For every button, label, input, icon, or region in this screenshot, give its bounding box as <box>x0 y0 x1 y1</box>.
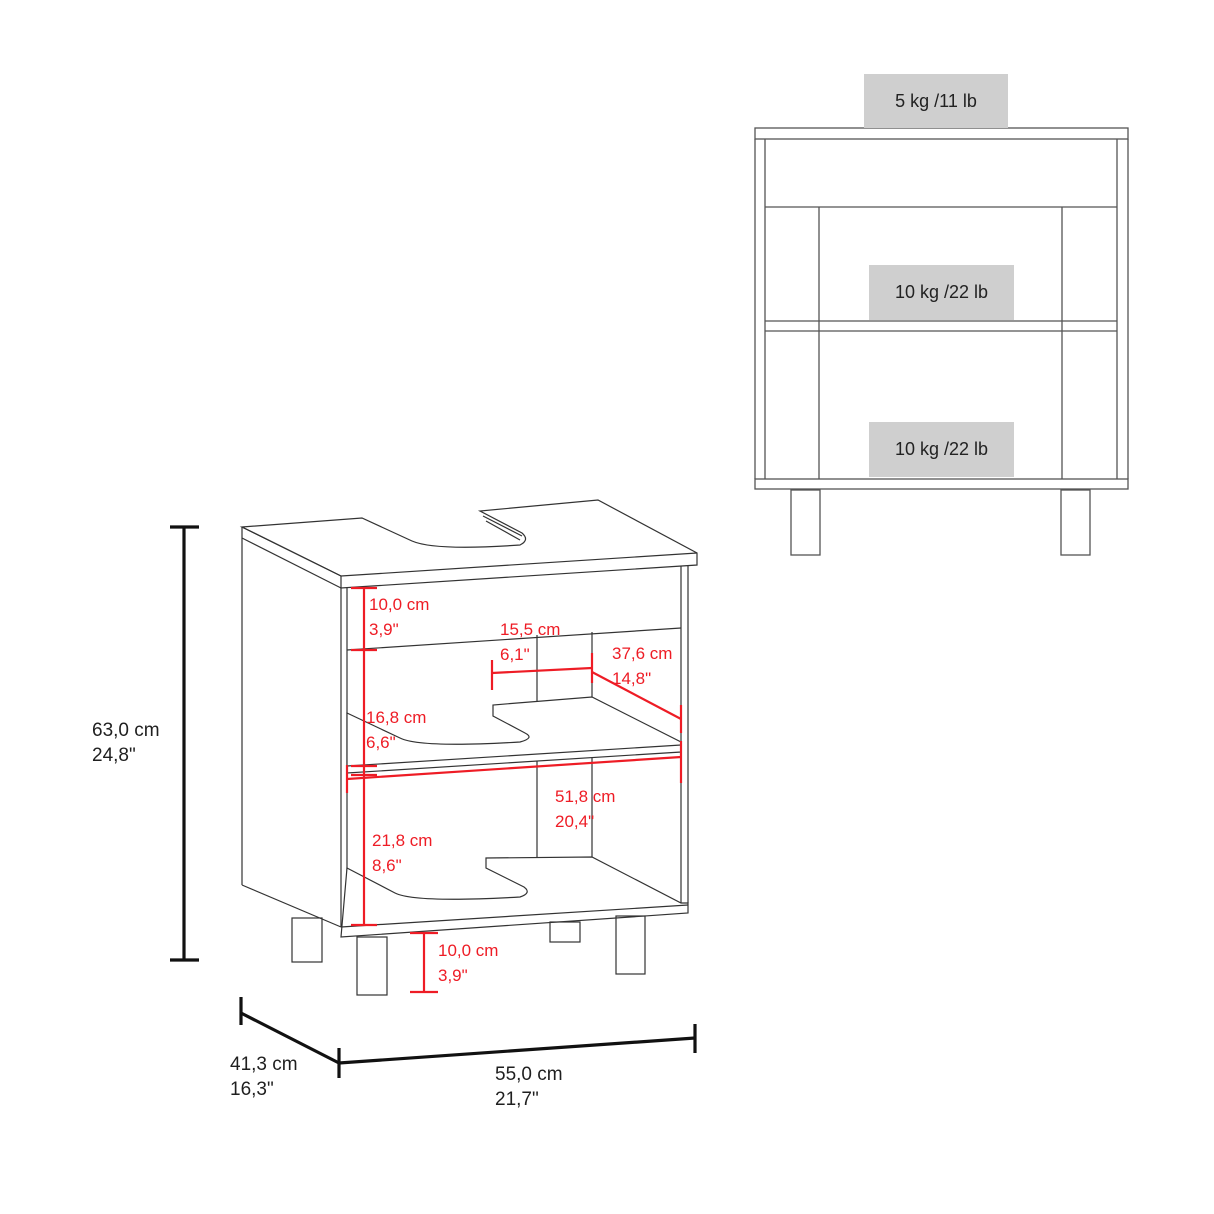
middle-opening-label: 16,8 cm 6,6" <box>366 705 426 755</box>
depth-label: 41,3 cm 16,3" <box>230 1052 298 1102</box>
shelf-depth-in: 14,8" <box>612 669 652 688</box>
width-in: 21,7" <box>495 1089 539 1110</box>
inner-width-label: 51,8 cm 20,4" <box>555 784 615 834</box>
weight-label-top: 5 kg /11 lb <box>864 74 1008 128</box>
overall-dimension-lines <box>170 525 697 1078</box>
depth-in: 16,3" <box>230 1079 274 1100</box>
inner-width-in: 20,4" <box>555 812 595 831</box>
leg-height-in: 3,9" <box>438 966 468 985</box>
height-cm: 63,0 cm <box>92 720 160 741</box>
height-in: 24,8" <box>92 745 136 766</box>
height-label: 63,0 cm 24,8" <box>92 718 160 768</box>
shelf-depth-label: 37,6 cm 14,8" <box>612 641 672 691</box>
weight-label-bottom-shelf: 10 kg /22 lb <box>869 422 1014 477</box>
top-opening-label: 10,0 cm 3,9" <box>369 592 429 642</box>
bottom-opening-label: 21,8 cm 8,6" <box>372 828 432 878</box>
bottom-opening-in: 8,6" <box>372 856 402 875</box>
middle-opening-cm: 16,8 cm <box>366 708 427 727</box>
divider-gap-in: 6,1" <box>500 645 530 664</box>
divider-gap-cm: 15,5 cm <box>500 620 561 639</box>
front-view-drawing <box>754 127 1129 556</box>
inner-width-cm: 51,8 cm <box>555 787 616 806</box>
internal-dimension-lines <box>345 586 683 994</box>
top-opening-in: 3,9" <box>369 620 399 639</box>
leg-height-cm: 10,0 cm <box>438 941 499 960</box>
weight-label-middle-shelf: 10 kg /22 lb <box>869 265 1014 320</box>
depth-cm: 41,3 cm <box>230 1054 298 1075</box>
perspective-drawing <box>239 499 698 996</box>
top-opening-cm: 10,0 cm <box>369 595 430 614</box>
width-cm: 55,0 cm <box>495 1064 563 1085</box>
shelf-depth-cm: 37,6 cm <box>612 644 673 663</box>
leg-height-label: 10,0 cm 3,9" <box>438 938 498 988</box>
bottom-opening-cm: 21,8 cm <box>372 831 433 850</box>
divider-gap-label: 15,5 cm 6,1" <box>500 617 560 667</box>
width-label: 55,0 cm 21,7" <box>495 1062 563 1112</box>
middle-opening-in: 6,6" <box>366 733 396 752</box>
